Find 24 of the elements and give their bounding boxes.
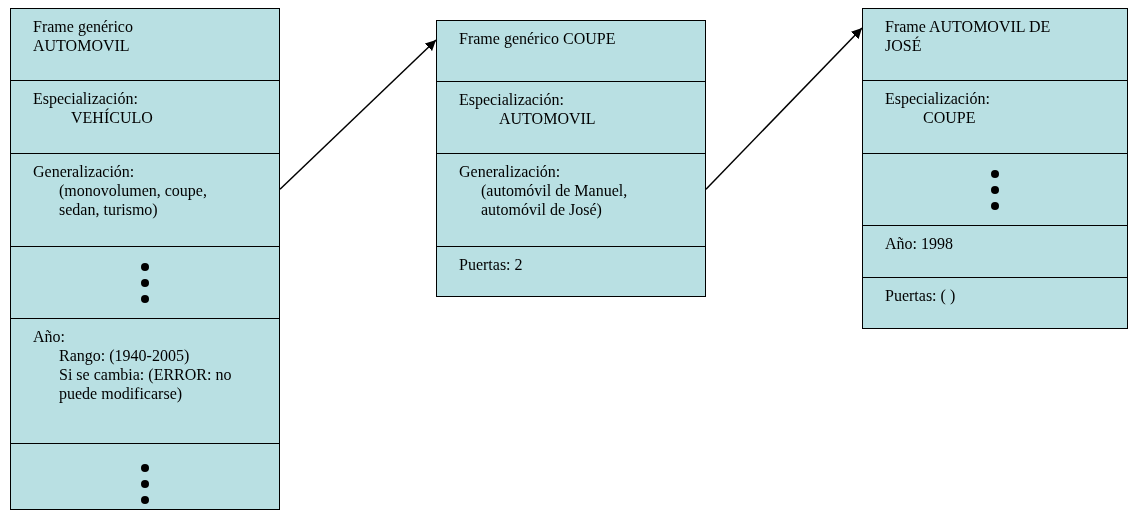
slot-value: Si se cambia: (ERROR: no puede modificarse) [58,365,233,403]
frame-box [10,8,280,510]
slot-value: (monovolumen, coupe, sedan, turismo) [58,181,208,219]
slot-heading: Puertas: ( ) [885,286,957,305]
slot-value: Rango: (1940-2005) [58,346,191,365]
frame-box [436,20,706,297]
arrow [279,39,437,190]
slot-heading: Frame genérico AUTOMOVIL [33,17,134,55]
slot-heading: Puertas: 2 [459,255,524,274]
arrow [705,27,863,190]
frame-box [862,8,1128,329]
slot-heading: Frame genérico COUPE [459,29,617,48]
slot-heading: Generalización: [459,162,562,181]
slot-value: AUTOMOVIL [498,109,597,128]
slot-heading: Especialización: [33,89,138,108]
slot-heading: Especialización: [885,89,991,108]
slot-heading: Especialización: [459,90,565,109]
slot-heading: Frame AUTOMOVIL DE JOSÉ [885,17,1052,55]
slot-value: (automóvil de Manuel, automóvil de José) [480,181,629,219]
slot-value: VEHÍCULO [71,108,154,127]
slot-value: COUPE [922,108,977,127]
slot-heading: Año: [33,327,66,346]
slot-heading: Año: 1998 [885,234,954,253]
slot-heading: Generalización: [33,162,136,181]
